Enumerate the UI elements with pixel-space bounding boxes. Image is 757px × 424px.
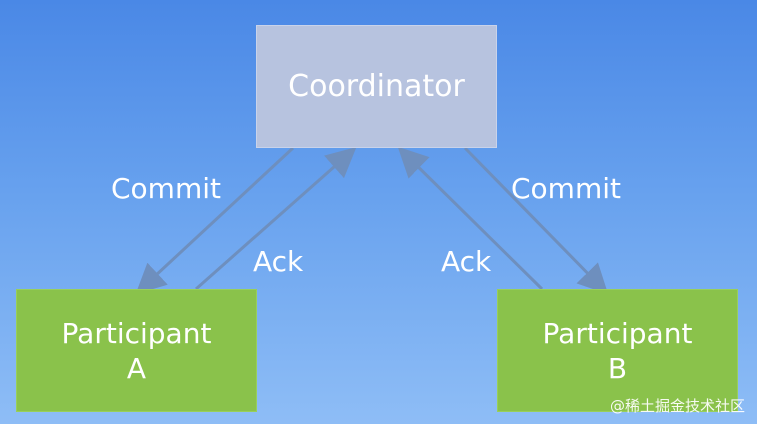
watermark-text: @稀土掘金技术社区 <box>609 397 745 415</box>
commit-label-b: Commit <box>511 172 621 205</box>
ack-label-b: Ack <box>441 245 492 278</box>
participant-b-label-line-2: B <box>607 351 628 385</box>
coordinator-node: Coordinator <box>256 25 497 148</box>
participant-b-label-line-1: Participant <box>542 316 693 350</box>
participant-b-node: Participant B <box>497 289 738 412</box>
commit-label-a: Commit <box>111 172 221 205</box>
coordinator-label: Coordinator <box>288 68 465 104</box>
ack-label-a: Ack <box>253 245 304 278</box>
participant-a-label-line-2: A <box>126 351 147 385</box>
participant-a-node: Participant A <box>16 289 257 412</box>
participant-a-label-line-1: Participant <box>61 316 212 350</box>
